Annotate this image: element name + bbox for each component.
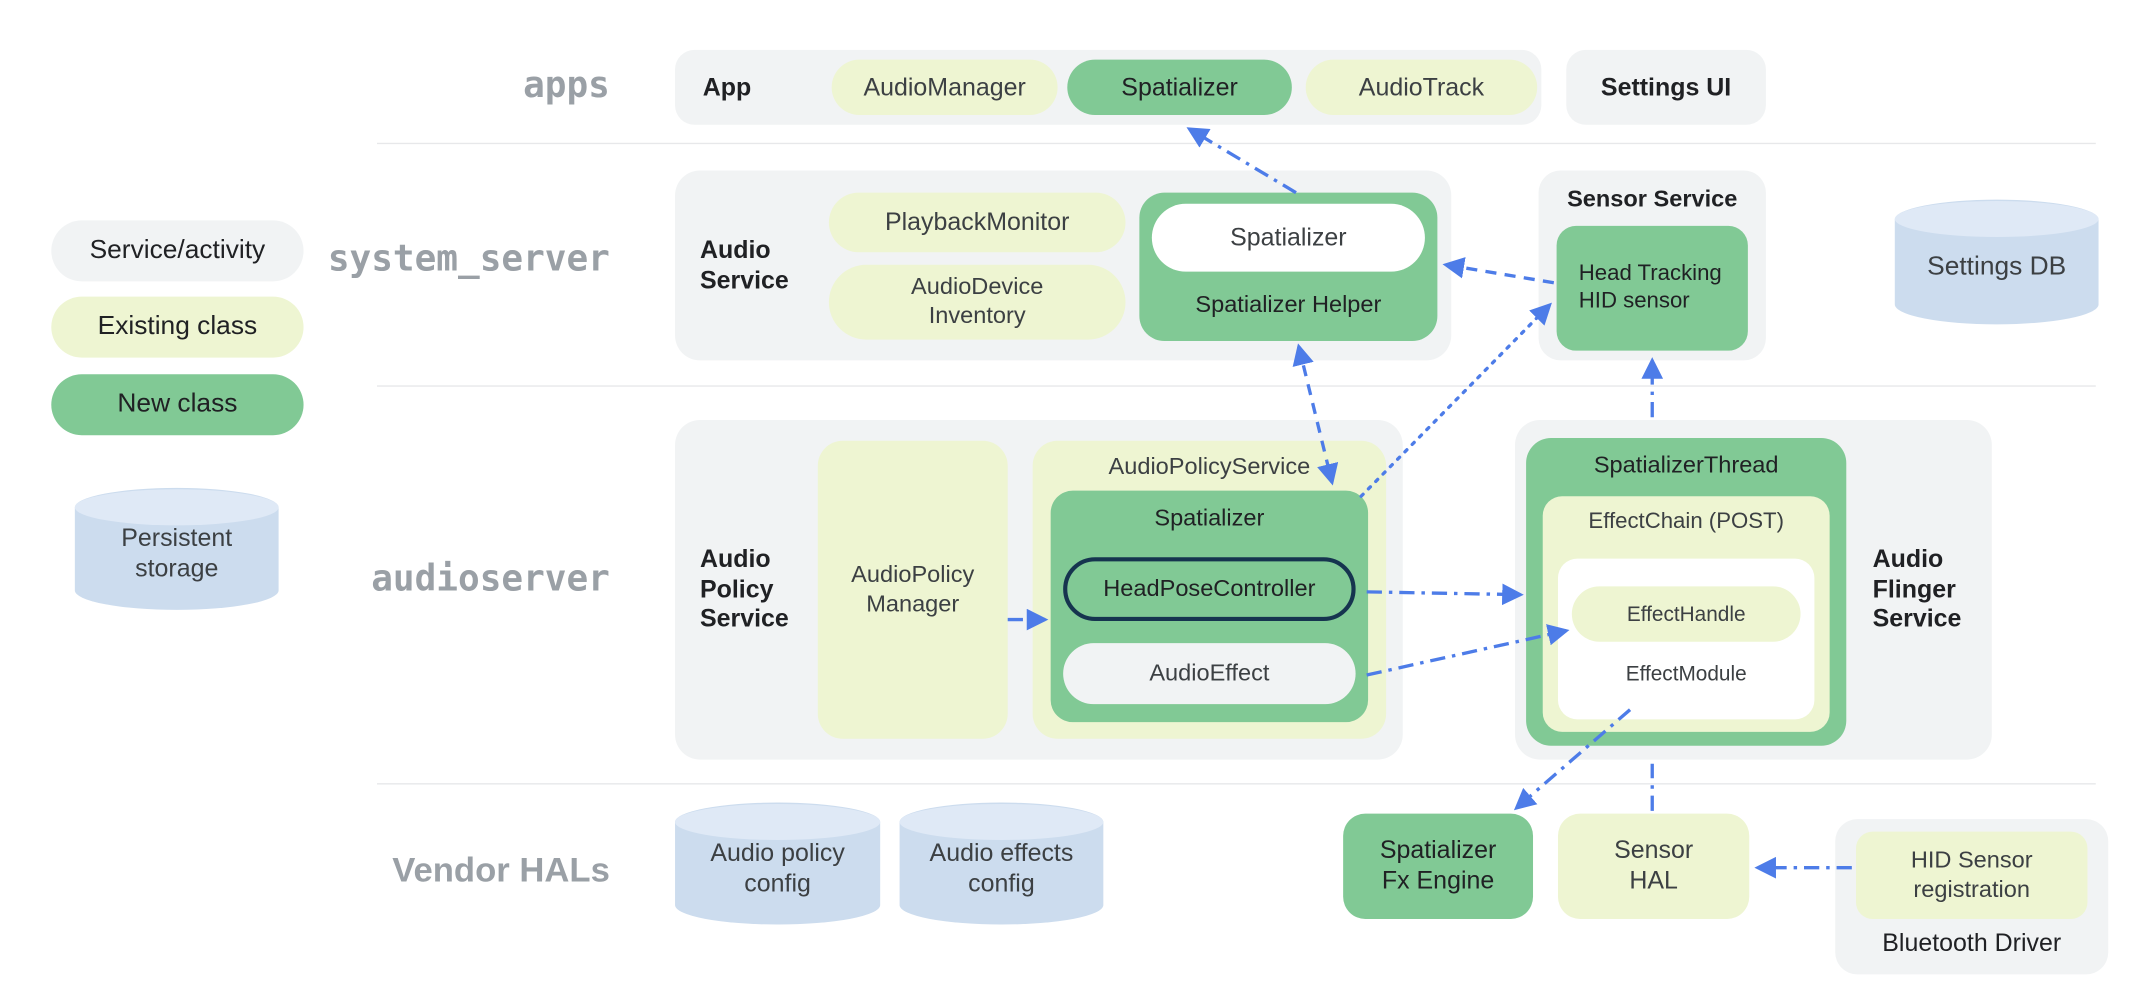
playback-monitor-pill: PlaybackMonitor (828, 192, 1126, 253)
bluetooth-driver-label: Bluetooth Driver (1882, 927, 2062, 956)
hid-sensor-registration-box: HID Sensor registration (1910, 846, 2033, 902)
audio-policy-service-box-label: AudioPolicyService (1108, 453, 1311, 480)
audio-flinger-service-container: SpatializerThread EffectChain (POST) Eff… (1515, 419, 1992, 760)
audio-flinger-service-title: Audio Flinger Service (1872, 544, 1962, 633)
settings-db-cylinder: Settings DB (1894, 199, 2099, 325)
legend-new-class: New class (51, 374, 304, 436)
sensor-hal-box: Sensor HAL (1614, 835, 1694, 895)
audio-policy-service-container: Audio Policy Service AudioPolicy Manager… (675, 419, 1403, 760)
bluetooth-driver-container: HID Sensor registration Bluetooth Driver (1835, 819, 2109, 975)
sensor-service-title: Sensor Service (1567, 185, 1738, 213)
app-container: App AudioManager Spatializer AudioTrack (675, 49, 1542, 125)
audio-policy-config-label: Audio policy config (710, 838, 845, 897)
audio-policy-manager-box: AudioPolicy Manager (851, 561, 975, 617)
cylinder-top (1894, 200, 2099, 238)
head-pose-controller-pill: HeadPoseController (1063, 557, 1356, 621)
effect-module-box: EffectHandle EffectModule (1557, 558, 1815, 720)
divider-apps-systemserver (377, 142, 2096, 145)
divider-audioserver-vendorhals (377, 783, 2096, 785)
effect-chain-box: EffectChain (POST) EffectHandle EffectMo… (1542, 496, 1830, 732)
spatializer-helper-box: Spatializer Spatializer Helper (1139, 192, 1438, 341)
layer-label-system-server: system_server (327, 238, 610, 280)
spatializer-thread-box: SpatializerThread EffectChain (POST) Eff… (1526, 438, 1847, 746)
audio-effects-config-label: Audio effects config (929, 838, 1074, 897)
head-tracking-hid-sensor-box: Head Tracking HID sensor (1578, 262, 1722, 314)
audio-manager-pill: AudioManager (831, 59, 1058, 116)
audio-effects-config-cylinder: Audio effects config (899, 802, 1104, 925)
layer-label-vendor-hals: Vendor HALs (392, 851, 610, 890)
system-spatializer-pill: Spatializer (1151, 203, 1425, 272)
app-title: App (702, 72, 752, 101)
layer-label-audioserver: audioserver (371, 558, 610, 601)
sensor-service-container: Sensor Service Head Tracking HID sensor (1538, 170, 1766, 361)
cylinder-top (675, 803, 881, 840)
audio-policy-config-cylinder: Audio policy config (675, 802, 881, 925)
divider-systemserver-audioserver (377, 385, 2096, 387)
audio-track-pill: AudioTrack (1305, 59, 1538, 116)
audio-service-container: Audio Service PlaybackMonitor AudioDevic… (675, 170, 1452, 361)
spatializer-helper-label: Spatializer Helper (1195, 291, 1382, 318)
legend-persistent-storage-label: Persistent storage (121, 524, 233, 583)
effect-handle-pill: EffectHandle (1571, 586, 1801, 642)
audio-effect-pill: AudioEffect (1063, 643, 1356, 705)
spatializer-fx-engine-box: Spatializer Fx Engine (1379, 835, 1497, 895)
cylinder-top (899, 803, 1104, 840)
audio-service-title: Audio Service (699, 235, 789, 294)
spatializer-thread-label: SpatializerThread (1593, 451, 1779, 479)
layer-label-apps: apps (523, 65, 610, 107)
audioserver-spatializer-box: Spatializer HeadPoseController AudioEffe… (1050, 490, 1369, 723)
audio-policy-service-title: Audio Policy Service (699, 544, 789, 633)
settings-db-label: Settings DB (1927, 252, 2067, 282)
audio-policy-service-box: AudioPolicyService Spatializer HeadPoseC… (1032, 440, 1387, 739)
settings-ui-box: Settings UI (1566, 49, 1766, 125)
audioserver-spatializer-label: Spatializer (1154, 504, 1265, 531)
legend-persistent-storage-cylinder: Persistent storage (74, 487, 279, 610)
effect-module-label: EffectModule (1625, 661, 1747, 686)
app-spatializer-pill: Spatializer (1067, 59, 1292, 116)
cylinder-top (74, 489, 279, 526)
legend-existing-class: Existing class (51, 296, 304, 358)
audio-device-inventory-pill: AudioDevice Inventory (911, 273, 1044, 329)
legend-service-activity: Service/activity (51, 220, 304, 282)
effect-chain-label: EffectChain (POST) (1588, 510, 1784, 534)
